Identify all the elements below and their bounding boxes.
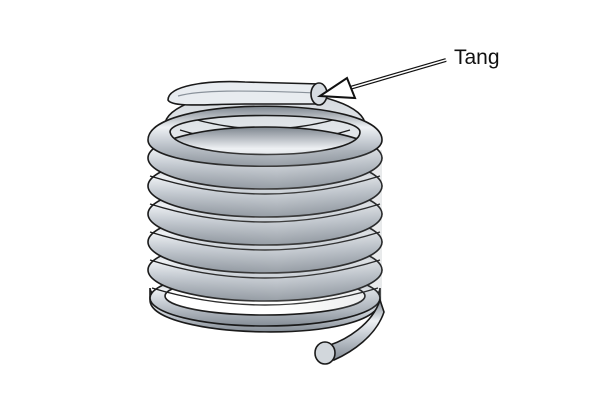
arrowhead-icon: [316, 76, 357, 100]
coil-tail: [314, 297, 385, 365]
tang: [167, 80, 328, 106]
tang-callout-arrow: [316, 58, 447, 100]
tang-label: Tang: [454, 46, 500, 69]
coil-shading: [148, 150, 382, 310]
